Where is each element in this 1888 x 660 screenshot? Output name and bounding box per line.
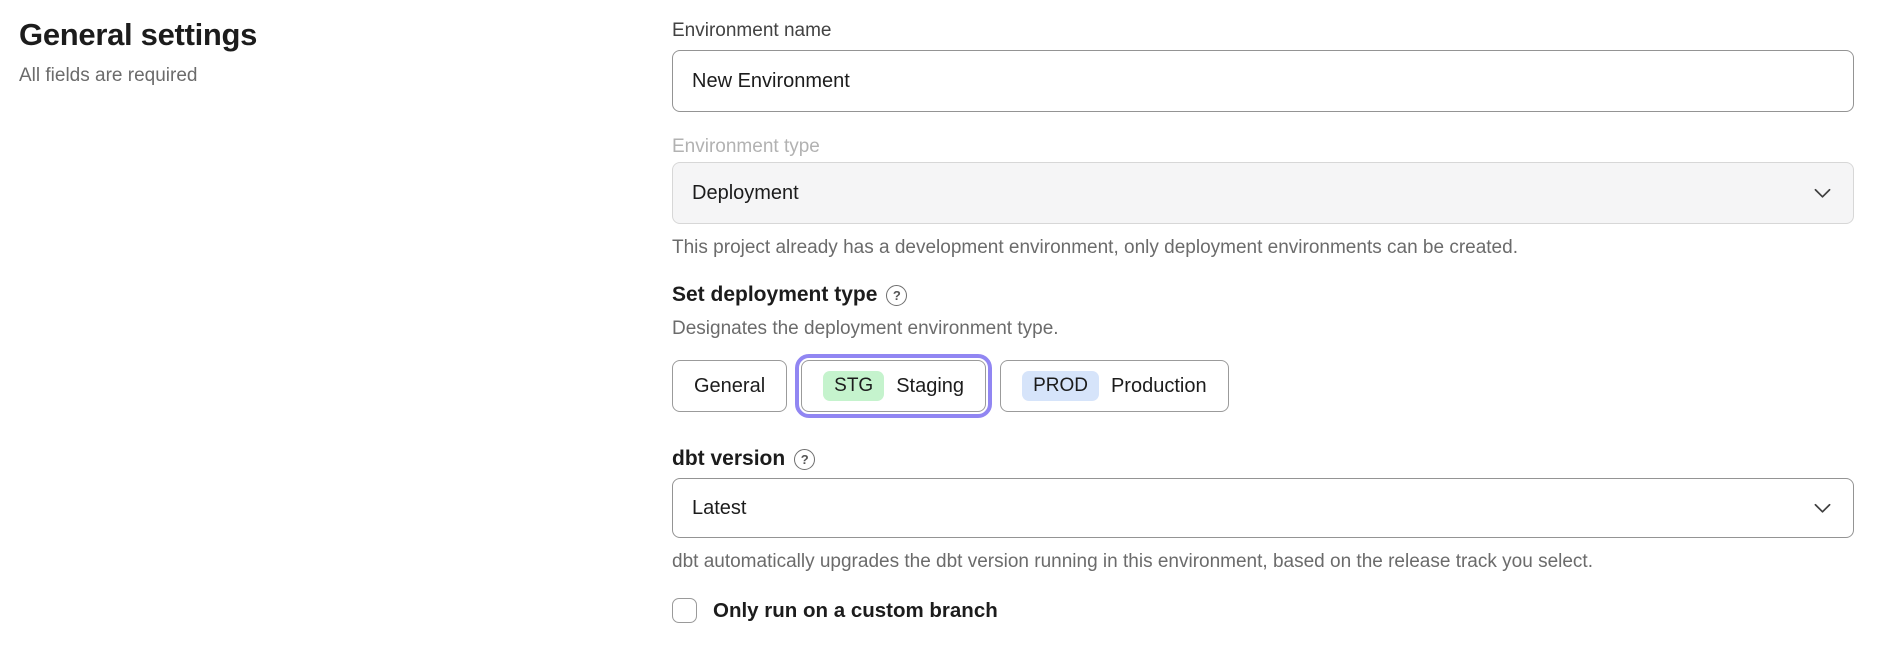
custom-branch-label[interactable]: Only run on a custom branch <box>713 598 998 622</box>
environment-type-value: Deployment <box>692 181 799 204</box>
deployment-type-general-label: General <box>694 374 766 397</box>
staging-badge: STG <box>823 371 885 401</box>
environment-name-input[interactable] <box>672 50 1854 112</box>
settings-header: General settings All fields are required <box>19 16 579 87</box>
custom-branch-checkbox[interactable] <box>672 598 697 623</box>
environment-type-select: Deployment <box>672 162 1854 224</box>
help-circle-icon[interactable]: ? <box>886 284 908 306</box>
deployment-type-staging-button[interactable]: STG Staging <box>795 354 993 418</box>
production-badge: PROD <box>1022 371 1099 401</box>
deployment-type-helper: Designates the deployment environment ty… <box>672 318 1059 339</box>
chevron-down-icon <box>1814 188 1831 198</box>
deployment-type-heading: Set deployment type ? <box>672 282 908 308</box>
environment-type-label: Environment type <box>672 136 820 157</box>
environment-type-helper: This project already has a development e… <box>672 237 1518 258</box>
deployment-type-production-label: Production <box>1110 374 1207 397</box>
deployment-type-general-button[interactable]: General <box>672 360 788 412</box>
chevron-down-icon <box>1814 503 1831 513</box>
dbt-version-value: Latest <box>692 496 747 519</box>
general-settings-form: Environment name Environment type Deploy… <box>672 0 1854 660</box>
deployment-type-heading-text: Set deployment type <box>672 283 878 306</box>
page-subtitle: All fields are required <box>19 65 198 87</box>
deployment-type-production-button[interactable]: PROD Production <box>1000 360 1229 412</box>
page-title: General settings <box>19 17 258 52</box>
dbt-version-heading: dbt version ? <box>672 446 816 472</box>
deployment-type-options: General STG Staging PROD Production <box>672 354 1229 418</box>
custom-branch-row: Only run on a custom branch <box>672 598 998 623</box>
dbt-version-helper: dbt automatically upgrades the dbt versi… <box>672 551 1593 572</box>
help-circle-icon[interactable]: ? <box>794 448 816 470</box>
dbt-version-heading-text: dbt version <box>672 447 786 470</box>
environment-name-label: Environment name <box>672 20 832 41</box>
dbt-version-select[interactable]: Latest <box>672 478 1854 538</box>
deployment-type-staging-label: Staging <box>896 374 965 397</box>
